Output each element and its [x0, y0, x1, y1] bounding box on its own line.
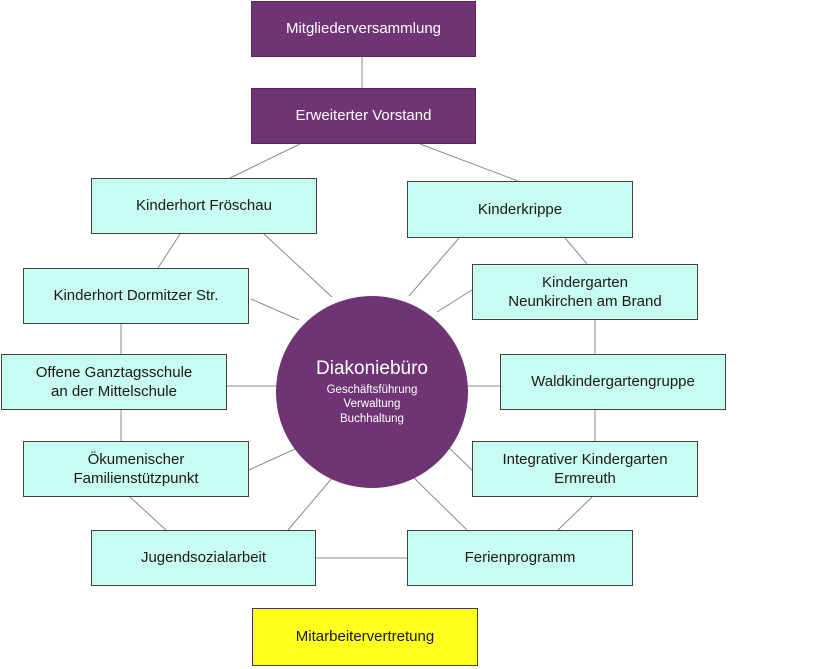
- connector-center-ferien: [412, 476, 468, 531]
- connector-center-neunkirchen: [436, 289, 473, 313]
- connector-center-kinderkrippe: [408, 237, 460, 297]
- diakoniebuero-line-buchhaltung: Buchhaltung: [340, 412, 404, 425]
- diakoniebuero-line-geschaeftsfuehrung: Geschäftsführung: [326, 383, 418, 396]
- connector-board-froeschau: [229, 143, 301, 179]
- node-familienstuetzpunkt-label: Ökumenischer Familienstützpunkt: [73, 450, 199, 488]
- connector-center-familien: [248, 448, 296, 471]
- node-kindergarten-neunkirchen: Kindergarten Neunkirchen am Brand: [472, 264, 698, 320]
- connector-board-kinderkrippe: [419, 143, 519, 182]
- connector-kinderkrippe-neunkirchen: [564, 237, 588, 265]
- connector-integrativ-ferien: [557, 496, 593, 531]
- diakoniebuero-line-verwaltung: Verwaltung: [343, 398, 401, 411]
- node-kinderhort-froeschau: Kinderhort Fröschau: [91, 178, 317, 234]
- node-kindergarten-neunkirchen-label: Kindergarten Neunkirchen am Brand: [508, 273, 662, 311]
- node-mitgliederversammlung: Mitgliederversammlung: [251, 1, 476, 57]
- node-ferienprogramm-label: Ferienprogramm: [464, 549, 576, 567]
- connector-center-dormitzer: [250, 298, 300, 321]
- node-waldkindergartengruppe-label: Waldkindergartengruppe: [531, 373, 695, 391]
- node-jugendsozialarbeit-label: Jugendsozialarbeit: [140, 549, 267, 567]
- node-kinderkrippe: Kinderkrippe: [407, 181, 633, 238]
- node-mitarbeitervertretung: Mitarbeitervertretung: [252, 608, 478, 666]
- node-mitgliederversammlung-label: Mitgliederversammlung: [285, 20, 442, 38]
- node-offene-ganztagsschule: Offene Ganztagsschule an der Mittelschul…: [1, 354, 227, 410]
- node-waldkindergartengruppe: Waldkindergartengruppe: [500, 354, 726, 410]
- diakoniebuero-title: Diakoniebüro: [316, 358, 428, 380]
- node-diakoniebuero: Diakoniebüro Geschäftsführung Verwaltung…: [276, 296, 468, 488]
- node-erweiterter-vorstand-label: Erweiterter Vorstand: [295, 107, 432, 125]
- node-offene-ganztagsschule-label: Offene Ganztagsschule an der Mittelschul…: [35, 363, 193, 401]
- connector-center-froeschau: [263, 233, 333, 298]
- node-familienstuetzpunkt: Ökumenischer Familienstützpunkt: [23, 441, 249, 497]
- node-kinderhort-dormitzer-label: Kinderhort Dormitzer Str.: [53, 287, 219, 305]
- node-kinderhort-froeschau-label: Kinderhort Fröschau: [136, 197, 272, 215]
- node-kinderkrippe-label: Kinderkrippe: [477, 200, 563, 218]
- connector-center-jugend: [287, 476, 334, 531]
- node-ferienprogramm: Ferienprogramm: [407, 530, 633, 586]
- node-erweiterter-vorstand: Erweiterter Vorstand: [251, 88, 476, 144]
- node-integrativer-kindergarten: Integrativer Kindergarten Ermreuth: [472, 441, 698, 497]
- node-integrativer-kindergarten-label: Integrativer Kindergarten Ermreuth: [502, 450, 668, 488]
- connector-familien-jugend: [129, 496, 167, 531]
- connector-center-integrativ: [447, 446, 473, 471]
- connector-froeschau-dormitzer: [157, 233, 181, 269]
- node-mitarbeitervertretung-label: Mitarbeitervertretung: [295, 628, 435, 646]
- node-kinderhort-dormitzer: Kinderhort Dormitzer Str.: [23, 268, 249, 324]
- node-jugendsozialarbeit: Jugendsozialarbeit: [91, 530, 316, 586]
